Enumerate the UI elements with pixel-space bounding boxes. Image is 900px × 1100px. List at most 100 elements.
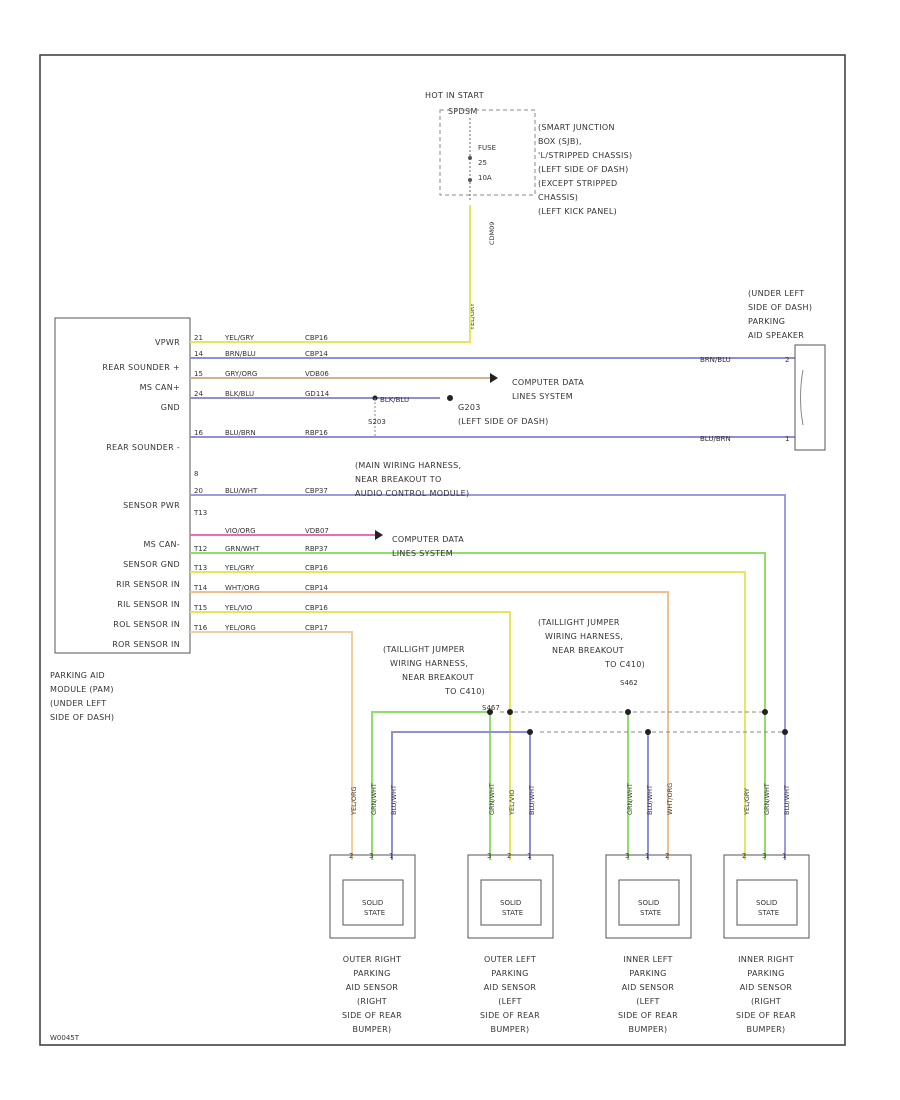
sensor-4-caption-5: SIDE OF REAR (736, 1011, 796, 1020)
sensor-2-caption-3: AID SENSOR (484, 983, 537, 992)
fuse-desc-5: (EXCEPT STRIPPED (538, 179, 618, 188)
sensor-2-caption-5: SIDE OF REAR (480, 1011, 540, 1020)
speaker-caption-3: PARKING (748, 317, 785, 326)
can-ref-bottom-2: LINES SYSTEM (392, 549, 453, 558)
sensor-2-caption-1: OUTER LEFT (484, 955, 536, 964)
fuse-desc-7: (LEFT KICK PANEL) (538, 207, 617, 216)
sensor-4-wire-3: BLU/WHT (783, 785, 791, 815)
sensor-4-pin-2: 3 (762, 852, 766, 860)
wire-circuit-10: CBP14 (305, 584, 328, 592)
wire-sensor-pwr (190, 494, 786, 860)
ground-wire-label: BLK/BLU (380, 396, 409, 404)
jumper-note-left: (TAILLIGHT JUMPER WIRING HARNESS, NEAR B… (383, 645, 500, 712)
sensor-4-pin-3: 1 (782, 852, 786, 860)
sensor-2-caption-6: BUMPER) (491, 1025, 530, 1034)
wire-circuit-1: CBP16 (305, 334, 328, 342)
wires (190, 205, 795, 860)
module-caption-4: SIDE OF DASH) (50, 713, 114, 722)
sensor-3-caption-5: SIDE OF REAR (618, 1011, 678, 1020)
pin-num-13: T13 (193, 564, 207, 572)
sensor-inner-right: YEL/GRY GRN/WHT BLU/WHT 2 3 1 SOLID STAT… (723, 783, 810, 1034)
module-caption: PARKING AID MODULE (PAM) (UNDER LEFT SID… (50, 671, 114, 722)
wire-green-dist-1 (371, 711, 490, 860)
jumper-right-2: WIRING HARNESS, (545, 632, 623, 641)
sensor-4-caption-3: AID SENSOR (740, 983, 793, 992)
harness-note-3: AUDIO CONTROL MODULE) (355, 489, 469, 498)
jumper-right-1: (TAILLIGHT JUMPER (538, 618, 620, 627)
wire-circuit-12: CBP17 (305, 624, 328, 632)
speaker-pin-bottom: 1 (785, 435, 789, 443)
wire-circuit-7: VDB07 (305, 527, 329, 535)
pin-num-4: 24 (194, 390, 203, 398)
wire-color-10: WHT/ORG (225, 584, 260, 592)
fuse-sub: SPDSM (448, 107, 478, 116)
speaker-caption-4: AID SPEAKER (748, 331, 804, 340)
harness-note-1: (MAIN WIRING HARNESS, (355, 461, 461, 470)
wire-color-12: YEL/ORG (224, 624, 256, 632)
sensor-2-wire-3: BLU/WHT (528, 785, 536, 815)
wire-labels: YEL/GRY CBP16 BRN/BLU CBP14 GRY/ORG VDB0… (224, 334, 330, 632)
module-pin-labels: VPWR REAR SOUNDER + MS CAN+ GND REAR SOU… (102, 338, 180, 649)
speaker-caption-2: SIDE OF DASH) (748, 303, 812, 312)
pin-label-rear-sounder-minus: REAR SOUNDER - (106, 443, 180, 452)
sensor-3-wire-1: GRN/WHT (626, 783, 634, 815)
wire-circuit-8: RBP37 (305, 545, 328, 553)
sensor-2-caption-2: PARKING (491, 969, 528, 978)
sensor-outer-left: GRN/WHT YEL/VIO BLU/WHT 3 2 1 SOLID STAT… (467, 783, 554, 1034)
speaker-wire-top: BRN/BLU (700, 356, 731, 364)
module-pin-numbers: 21 14 15 24 16 8 20 T13 T12 T13 T14 T15 … (193, 334, 208, 632)
sensor-3-pin-1: 3 (625, 852, 629, 860)
sensor-4-wire-2: GRN/WHT (763, 783, 771, 815)
sensor-1-wire-3: BLU/WHT (390, 785, 398, 815)
sensor-1-wire-2: GRN/WHT (370, 783, 378, 815)
fuse-circuit: CDM09 (488, 222, 496, 245)
splice-dots (487, 709, 788, 735)
pin-label-rol: ROL SENSOR IN (113, 620, 180, 629)
pin-num-14: T14 (193, 584, 208, 592)
wire-color-5: BLU/BRN (225, 429, 256, 437)
sensor-4-body (723, 854, 810, 939)
pin-label-vpwr: VPWR (155, 338, 180, 347)
wire-color-11: YEL/VIO (224, 604, 253, 612)
sensor-4-caption-1: INNER RIGHT (738, 955, 794, 964)
speaker-wire-bottom: BLU/BRN (700, 435, 731, 443)
arrow-can-minus (375, 530, 383, 540)
sensor-3-caption-2: PARKING (629, 969, 666, 978)
sensor-1-inner2: STATE (364, 909, 385, 917)
sensor-1-wire-1: YEL/ORG (350, 786, 358, 816)
ground-location: (LEFT SIDE OF DASH) (458, 417, 549, 426)
sensor-1-caption-2: PARKING (353, 969, 390, 978)
wire-ril (190, 591, 669, 860)
sensor-3-wire-3: WHT/ORG (666, 783, 674, 815)
harness-note-2: NEAR BREAKOUT TO (355, 475, 442, 484)
fuse-line-1: FUSE (478, 144, 496, 152)
sensor-1-caption-3: AID SENSOR (346, 983, 399, 992)
sensor-4-chip (736, 879, 798, 926)
sensor-3-caption-4: (LEFT (636, 997, 659, 1006)
sensor-3-caption-1: INNER LEFT (623, 955, 672, 964)
sensor-1-caption-1: OUTER RIGHT (343, 955, 402, 964)
pin-label-sensor-gnd: SENSOR GND (123, 560, 180, 569)
pin-num-9: 20 (194, 487, 203, 495)
fuse-wire-label: YEL/GRY (468, 303, 476, 331)
jumper-left-splice: S467 (482, 704, 500, 712)
jumper-right-4: TO C410) (604, 660, 645, 669)
module-caption-2: MODULE (PAM) (50, 685, 114, 694)
sensor-3-inner2: STATE (640, 909, 661, 917)
sensor-2-wire-1: GRN/WHT (488, 783, 496, 815)
fuse-desc-1: (SMART JUNCTION (538, 123, 615, 132)
sensor-2-chip (480, 879, 542, 926)
sensor-1-pin-2: 3 (369, 852, 373, 860)
sensor-4-caption-2: PARKING (747, 969, 784, 978)
pin-num-10: T13 (193, 509, 207, 517)
sensor-2-caption-4: (LEFT (498, 997, 521, 1006)
speaker-body (794, 344, 826, 451)
fuse-line-3: 10A (478, 174, 492, 182)
parking-aid-module (54, 317, 191, 654)
arrow-can-plus (490, 373, 498, 383)
pin-num-12: T12 (193, 545, 207, 553)
sensor-4-pin-1: 2 (742, 852, 746, 860)
module-caption-1: PARKING AID (50, 671, 105, 680)
sensor-2-pin-2: 2 (507, 852, 511, 860)
jumper-left-1: (TAILLIGHT JUMPER (383, 645, 465, 654)
